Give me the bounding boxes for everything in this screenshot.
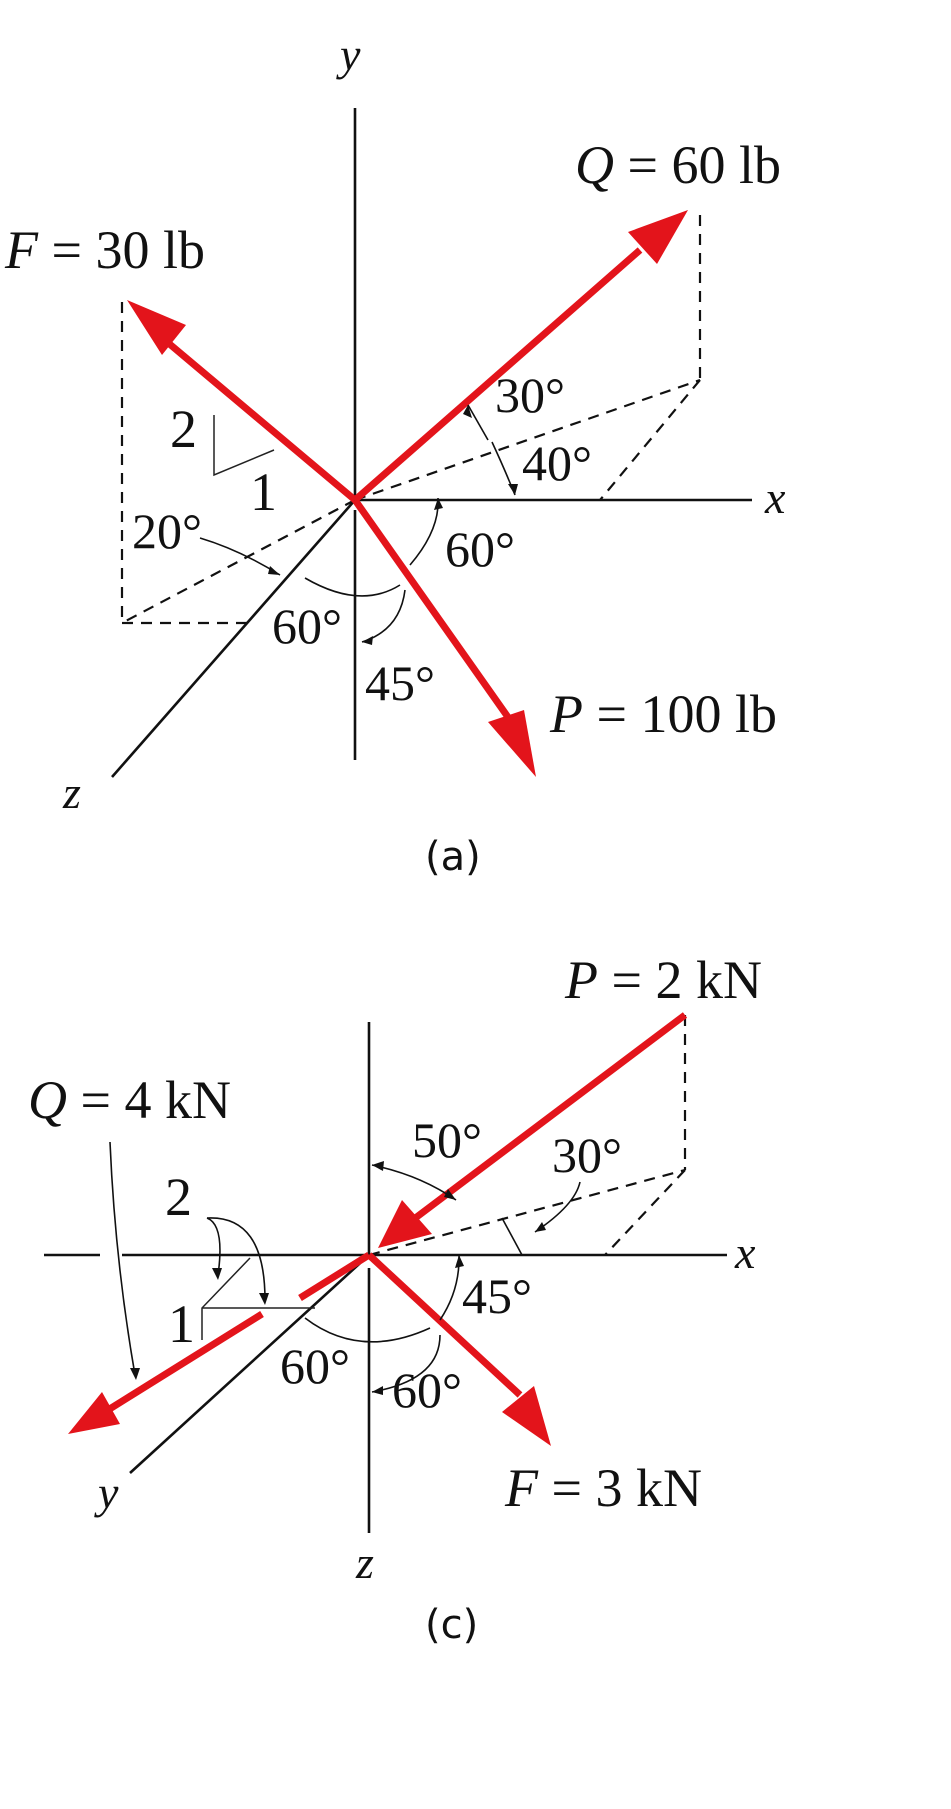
angle-label: 45° — [462, 1268, 532, 1324]
figure-caption: (a) — [425, 834, 481, 880]
slope-run-label: 1 — [168, 1294, 195, 1354]
slope-rise-label: 2 — [170, 399, 197, 459]
slope-rise-label: 2 — [165, 1167, 192, 1227]
figure-a: 2 1 30° 40° 20° 60° 60° 45° — [4, 29, 786, 880]
force-P-label: P = 100 lb — [549, 684, 777, 744]
arrowhead-icon — [628, 210, 688, 264]
angle-label: 30° — [552, 1127, 622, 1183]
force-F-vector — [366, 1252, 523, 1398]
force-P-label: P = 2 kN — [564, 950, 762, 1010]
axis-label-x: x — [734, 1227, 756, 1278]
angle-label: 20° — [132, 503, 202, 559]
force-F-label: F = 3 kN — [504, 1458, 702, 1518]
force-Q-vector — [352, 247, 643, 503]
axis-label-x: x — [764, 472, 786, 523]
angle-arcs — [199, 404, 518, 645]
force-Q-vector-segment — [298, 1252, 371, 1301]
angle-arcs — [304, 1161, 581, 1395]
projection-lines — [368, 1015, 687, 1257]
angle-label: 30° — [495, 367, 565, 423]
angle-label: 50° — [412, 1112, 482, 1168]
axis-label-y: y — [336, 29, 361, 80]
arrowhead-icon — [502, 1386, 551, 1446]
slope-run-label: 1 — [250, 462, 277, 522]
force-P-vector — [352, 497, 513, 723]
angle-label: 40° — [522, 435, 592, 491]
slope-triangle — [213, 415, 275, 477]
arrowhead-icon — [488, 710, 536, 777]
force-F-vector — [157, 333, 358, 503]
angle-label: 60° — [392, 1362, 462, 1418]
force-F-label: F = 30 lb — [4, 220, 205, 280]
axis-label-z: z — [62, 767, 81, 818]
axis-label-y: y — [94, 1467, 119, 1518]
z-axis — [111, 499, 356, 778]
force-Q-vector — [106, 1311, 264, 1413]
angle-label: 60° — [272, 598, 342, 654]
force-Q-label: Q = 4 kN — [28, 1070, 231, 1130]
figure-caption: (c) — [425, 1602, 478, 1648]
projection-lines — [120, 215, 702, 625]
y-axis — [129, 1254, 370, 1474]
angle-label: 60° — [280, 1338, 350, 1394]
force-Q-label: Q = 60 lb — [575, 135, 781, 195]
angle-label: 45° — [365, 655, 435, 711]
force-P-vector — [407, 1012, 688, 1225]
pointer-arrows — [109, 1141, 269, 1380]
arrowhead-icon — [378, 1200, 432, 1248]
arrowhead-icon — [127, 300, 186, 355]
angle-label: 60° — [445, 521, 515, 577]
arrowhead-icon — [68, 1392, 120, 1434]
axis-label-z: z — [355, 1537, 374, 1588]
figure-c: 2 1 — [28, 950, 762, 1648]
